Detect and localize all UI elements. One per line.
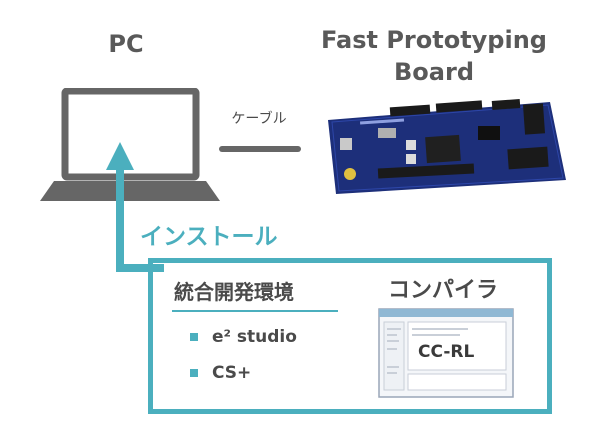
compiler-heading: コンパイラ [388, 278, 499, 303]
laptop-icon [40, 88, 220, 201]
software-box [148, 258, 552, 414]
install-label: インストール [140, 224, 278, 250]
board-label-line2: Board [394, 58, 474, 86]
cable-line [219, 146, 301, 152]
list-item: CS+ [190, 363, 251, 383]
tool-item-label: e² studio [212, 327, 297, 347]
bullet-icon [190, 333, 198, 341]
list-item: e² studio [190, 327, 297, 347]
board-label: Fast Prototyping Board [302, 24, 566, 88]
cable-label: ケーブル [231, 111, 287, 127]
ide-heading: 統合開発環境 [174, 280, 294, 304]
tool-item-label: CS+ [212, 363, 252, 383]
ide-underline [172, 310, 338, 312]
compiler-name: CC-RL [418, 342, 475, 362]
bullet-icon [190, 369, 198, 377]
board-label-line1: Fast Prototyping [321, 26, 547, 54]
pc-label: PC [108, 30, 144, 58]
app-window-icon [378, 308, 514, 398]
circuit-board-image [328, 99, 566, 194]
